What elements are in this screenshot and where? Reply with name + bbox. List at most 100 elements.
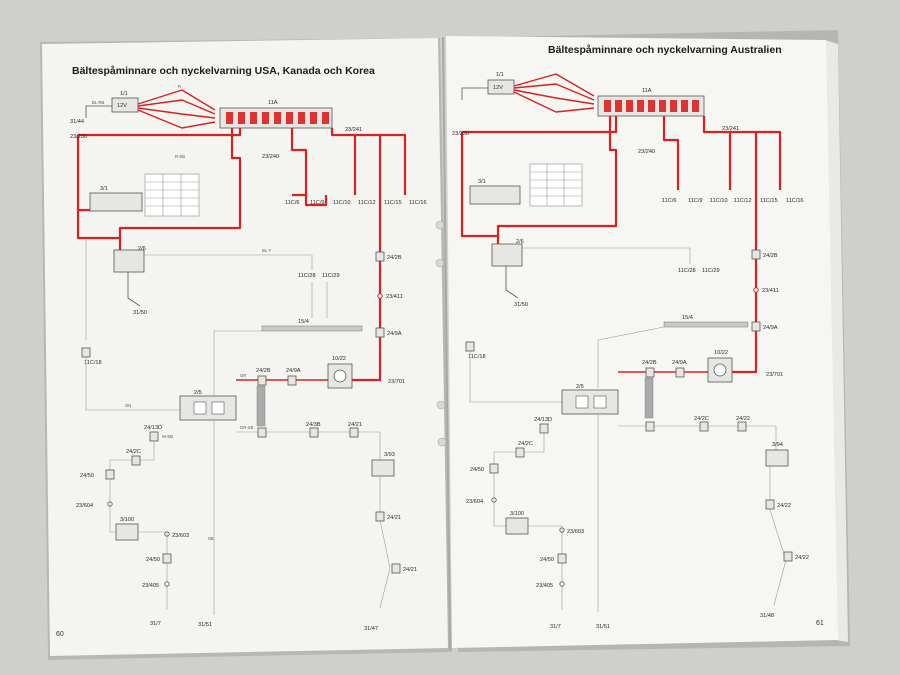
left-fan-3 <box>137 107 216 119</box>
right-c-24-50: 24/50 <box>470 467 484 473</box>
right-c-24-2b-m: 24/2B <box>642 360 657 366</box>
right-switch-table-grid <box>530 164 582 206</box>
left-wc-gn: GN <box>125 403 131 408</box>
left-conn-24-9a-m <box>287 375 297 386</box>
left-c-24-50b: 24/50 <box>146 557 160 563</box>
right-page-title: Bältespåminnare och nyckelvarning Austra… <box>548 44 782 56</box>
left-conn-24-2b-m <box>257 375 267 386</box>
left-c-11c12: 11C/12 <box>358 200 376 206</box>
left-conn-24-9a <box>375 327 385 338</box>
right-conn-6a <box>645 421 655 432</box>
right-node-23-405 <box>559 581 565 587</box>
left-gn-wire <box>85 357 180 411</box>
left-c-31-7: 31/7 <box>150 621 161 627</box>
left-switch-3-1 <box>89 192 143 212</box>
left-wc-grsb: GR-SB <box>240 425 253 430</box>
right-switch-3-100 <box>505 517 529 535</box>
left-wire-to-3-100 <box>109 479 116 533</box>
right-conn-11c18 <box>465 341 475 352</box>
left-c-11c6: 11C/6 <box>285 200 300 206</box>
left-conn-24-2c <box>131 455 141 466</box>
left-c-24-9a-m: 24/9A <box>286 368 301 374</box>
left-module-switch-b <box>211 401 225 415</box>
right-gn-wire <box>469 351 562 403</box>
right-c-23-603: 23/603 <box>567 529 584 535</box>
right-c-24-9a-m: 24/9A <box>672 360 687 366</box>
left-red-11c9 <box>304 195 328 207</box>
page-left <box>42 38 448 656</box>
left-gnd-31-44: 31/44 <box>70 119 84 125</box>
right-bus-15-4 <box>663 321 749 328</box>
left-c-24-2c: 24/2C <box>126 449 141 455</box>
right-c-11c15: 11C/15 <box>760 198 778 204</box>
right-module-2-5 <box>561 389 619 415</box>
right-fan-1 <box>513 73 595 97</box>
left-c-24-50: 24/50 <box>80 473 94 479</box>
right-fan-4 <box>513 91 595 113</box>
right-c-23-411: 23/411 <box>762 288 779 294</box>
right-bly-wire <box>522 247 691 264</box>
left-conn-24-13d <box>149 431 159 442</box>
left-c-11c16: 11C/16 <box>409 200 427 206</box>
right-c-3-100: 3/100 <box>510 511 524 517</box>
left-c-24-21: 24/21 <box>348 422 362 428</box>
right-wire-to-3-100 <box>493 473 506 527</box>
right-fan-3 <box>513 89 595 105</box>
left-module-2-5 <box>179 395 237 421</box>
left-c-10-22: 10/22 <box>332 356 346 362</box>
spine-fold <box>442 36 451 651</box>
left-wc-bly: BL-Y <box>262 248 272 253</box>
left-c-15-4: 15/4 <box>298 319 309 325</box>
left-w-23-230: 23/230 <box>70 134 87 140</box>
right-c-11c12: 11C/12 <box>734 198 752 204</box>
left-c-11c18: 11C/18 <box>84 360 102 366</box>
right-c-11c16: 11C/16 <box>786 198 804 204</box>
left-relay-2-6 <box>113 249 145 273</box>
right-fuses <box>604 100 699 112</box>
right-fusebox-label: 11A <box>642 88 652 94</box>
right-c-24-2b: 24/2B <box>763 253 778 259</box>
binder-hole-2 <box>435 258 445 268</box>
left-wc-rsb: R-SB <box>175 154 185 159</box>
left-c-11c29: 11C/29 <box>322 273 340 279</box>
left-c-11c9: 11C/9 <box>310 200 325 206</box>
left-red-23-230 <box>78 128 242 137</box>
right-c-11c29: 11C/29 <box>702 268 720 274</box>
left-red-23-241 <box>330 128 407 195</box>
right-conn-24-9a-m <box>675 367 685 378</box>
left-c-24-2b: 24/2B <box>387 255 402 261</box>
page-right <box>446 36 838 648</box>
right-gray-bar <box>644 377 654 419</box>
left-c-23-411: 23/411 <box>386 294 403 300</box>
left-c-23-701: 23/701 <box>388 379 405 385</box>
left-c-3-100: 3/100 <box>120 517 134 523</box>
left-c-31-51: 31/51 <box>198 622 212 628</box>
left-switch-table-grid <box>145 174 199 216</box>
left-c-24-13d: 24/13D <box>144 425 162 431</box>
right-wiring-diagram: 12V 1/1 11A 23/230 23/241 23/240 11C/6 1… <box>452 72 824 630</box>
right-c-11c18: 11C/18 <box>468 354 486 360</box>
left-wc-wsb: W-SB <box>162 434 173 439</box>
left-wiring-diagram: 12V 1/1 31/44 BL-RB R 11A 23/230 23/241 <box>56 84 427 638</box>
right-c-11c28: 11C/28 <box>678 268 696 274</box>
right-conn-24-2c <box>515 447 525 458</box>
right-c-11c10: 11C/10 <box>710 198 728 204</box>
right-c-11c9: 11C/9 <box>688 198 703 204</box>
left-fusebox-label: 11A <box>268 100 278 106</box>
right-battery-ref: 1/1 <box>496 72 504 78</box>
left-c-24-3b: 24/3B <box>306 422 321 428</box>
left-wc-bl-rb: BL-RB <box>92 100 105 105</box>
left-fan-2 <box>137 99 216 115</box>
right-node-23-411 <box>753 287 759 293</box>
left-c-2-6: 2/6 <box>138 246 146 252</box>
right-switch-table <box>529 163 583 207</box>
left-ground-wire <box>85 105 112 118</box>
right-conn-24-22b <box>765 499 775 510</box>
right-c-23-604: 23/604 <box>466 499 483 505</box>
right-battery-label: 12V <box>493 85 503 91</box>
left-conn-24-21 <box>349 427 359 438</box>
left-c-31-50: 31/50 <box>133 310 147 316</box>
right-module-switch-a <box>575 395 589 409</box>
left-w-23-240: 23/240 <box>262 154 279 160</box>
right-c-31-7: 31/7 <box>550 624 561 630</box>
